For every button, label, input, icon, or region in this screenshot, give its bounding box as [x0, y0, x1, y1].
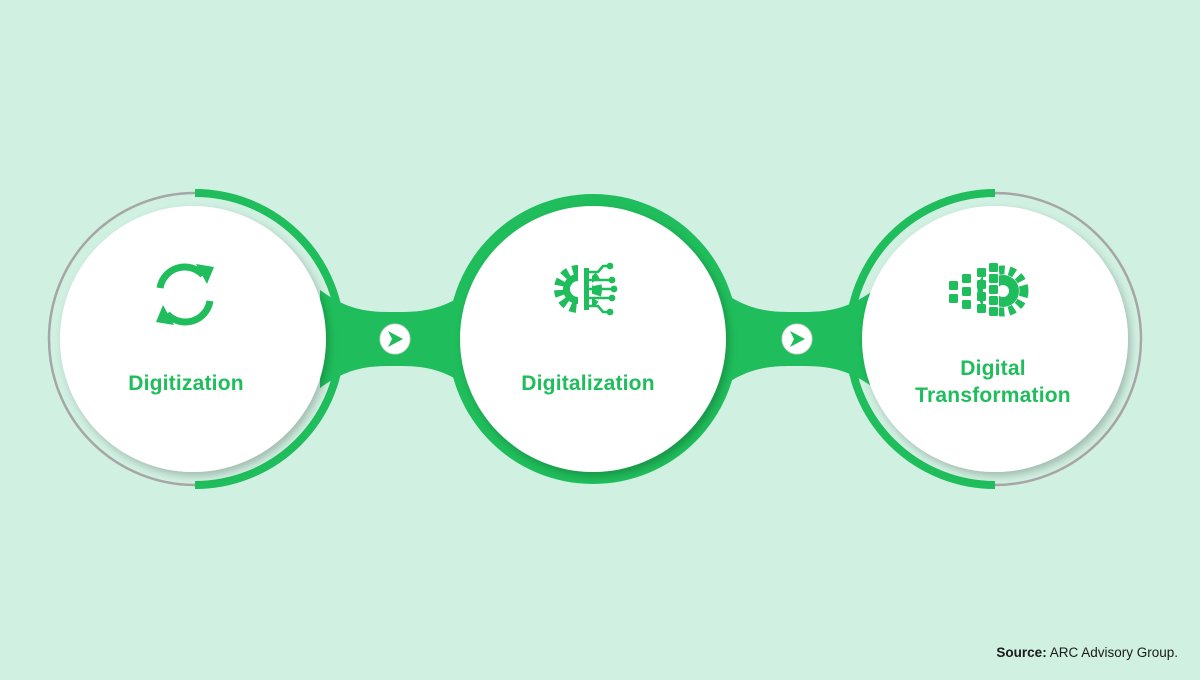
- refresh-arrows-icon: [156, 263, 214, 326]
- stage-title-line: Transformation: [915, 384, 1071, 407]
- circle-digitization: [60, 206, 326, 472]
- arrow-right-icon: [379, 323, 411, 355]
- stage-title-line: Digitization: [128, 371, 244, 395]
- circle-digital-transformation: [862, 206, 1128, 472]
- stage-label-digitalization: Digitalization: [488, 365, 688, 401]
- source-label: Source:: [996, 645, 1047, 660]
- arrow-right-icon: [781, 323, 813, 355]
- stage-title-line: Digital: [960, 357, 1026, 380]
- stage-title-line: Digitalization: [521, 371, 655, 395]
- pixel-gear-icon: [949, 262, 1029, 320]
- source-text: ARC Advisory Group.: [1049, 645, 1178, 660]
- source-credit: Source: ARC Advisory Group.: [996, 645, 1178, 660]
- circle-digitalization: [460, 206, 726, 472]
- stage-label-digital-transformation: Digital Transformation: [873, 354, 1113, 410]
- gear-circuit-icon: [554, 262, 618, 316]
- stage-label-digitization: Digitization: [86, 365, 286, 401]
